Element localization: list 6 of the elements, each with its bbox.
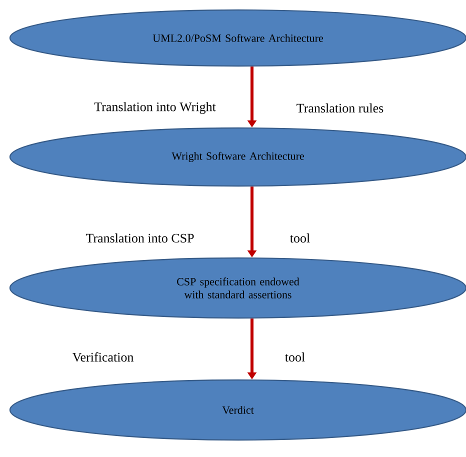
step-label: Verification: [72, 352, 134, 362]
step-label: tool: [290, 233, 310, 243]
step-label: tool: [285, 352, 305, 362]
step-label: Translation into Wright: [94, 102, 216, 114]
step-label: Translation into CSP: [86, 233, 194, 243]
step-label: Translation rules: [296, 103, 384, 113]
